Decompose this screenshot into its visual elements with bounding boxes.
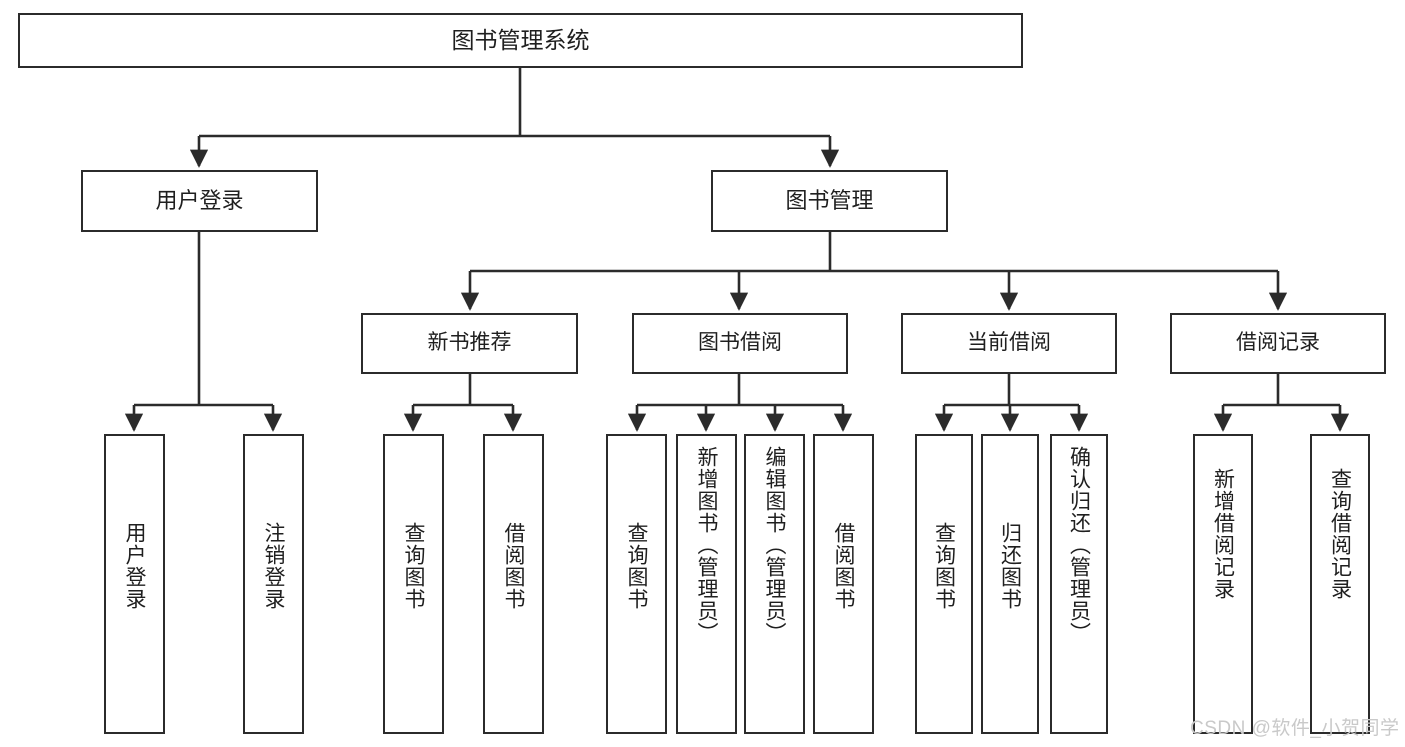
leaf-add-book-admin[interactable]: 新增图书（管理员） xyxy=(676,434,737,734)
node-new-book-recommend[interactable]: 新书推荐 xyxy=(361,313,578,374)
node-book-management[interactable]: 图书管理 xyxy=(711,170,948,232)
node-label: 注销登录 xyxy=(262,522,285,610)
node-label: 用户登录 xyxy=(123,522,146,610)
leaf-edit-book-admin[interactable]: 编辑图书（管理员） xyxy=(744,434,805,734)
node-label: 图书借阅 xyxy=(698,331,782,355)
node-user-login[interactable]: 用户登录 xyxy=(81,170,318,232)
node-root-system[interactable]: 图书管理系统 xyxy=(18,13,1023,68)
node-label: 借阅记录 xyxy=(1236,331,1320,355)
leaf-add-borrow-record[interactable]: 新增借阅记录 xyxy=(1193,434,1253,734)
node-label: 查询借阅记录 xyxy=(1328,468,1352,600)
node-book-borrow[interactable]: 图书借阅 xyxy=(632,313,848,374)
node-label: 查询图书 xyxy=(932,522,956,610)
leaf-borrow-book-bb[interactable]: 借阅图书 xyxy=(813,434,874,734)
node-label: 归还图书 xyxy=(998,522,1022,610)
leaf-query-book-cb[interactable]: 查询图书 xyxy=(915,434,973,734)
leaf-query-book-bb[interactable]: 查询图书 xyxy=(606,434,667,734)
node-borrow-record[interactable]: 借阅记录 xyxy=(1170,313,1386,374)
node-label: 查询图书 xyxy=(402,522,425,610)
node-label: 新增图书（管理员） xyxy=(695,446,718,644)
node-label: 图书管理 xyxy=(785,188,874,214)
node-label: 查询图书 xyxy=(625,522,648,610)
leaf-query-book-nb[interactable]: 查询图书 xyxy=(383,434,444,734)
node-label: 新增借阅记录 xyxy=(1211,468,1235,600)
node-current-borrow[interactable]: 当前借阅 xyxy=(901,313,1117,374)
leaf-borrow-book-nb[interactable]: 借阅图书 xyxy=(483,434,544,734)
node-label: 确认归还（管理员） xyxy=(1067,446,1091,644)
node-label: 新书推荐 xyxy=(427,331,512,355)
leaf-logout[interactable]: 注销登录 xyxy=(243,434,304,734)
leaf-return-book[interactable]: 归还图书 xyxy=(981,434,1039,734)
node-label: 当前借阅 xyxy=(967,331,1051,355)
leaf-query-borrow-record[interactable]: 查询借阅记录 xyxy=(1310,434,1370,734)
node-label: 图书管理系统 xyxy=(451,27,590,54)
node-label: 借阅图书 xyxy=(832,522,855,610)
leaf-confirm-return-admin[interactable]: 确认归还（管理员） xyxy=(1050,434,1108,734)
leaf-user-login[interactable]: 用户登录 xyxy=(104,434,165,734)
node-label: 借阅图书 xyxy=(502,522,525,610)
node-label: 编辑图书（管理员） xyxy=(763,446,786,644)
node-label: 用户登录 xyxy=(155,188,244,214)
